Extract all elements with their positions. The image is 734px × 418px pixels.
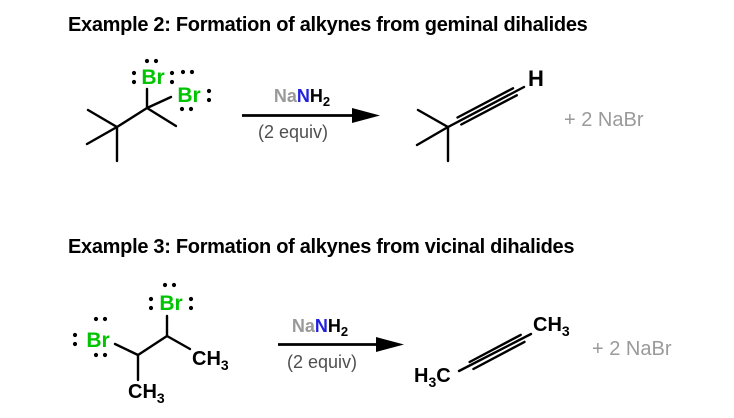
bond: [165, 334, 192, 351]
reagent-label: NaNH2: [292, 316, 348, 339]
bromine-label: Br: [177, 84, 200, 107]
lone-pair-dot: [131, 70, 137, 76]
bromine-label: Br: [159, 292, 182, 315]
bond: [446, 85, 526, 129]
lone-pair-dot: [153, 58, 159, 64]
reagent-label: NaNH2: [274, 86, 330, 109]
triple-bond-line: [472, 340, 526, 371]
methyl-subscript: 3: [221, 357, 229, 373]
h3c-c: C: [436, 365, 450, 387]
lone-pair-dot: [131, 79, 137, 85]
lone-pair-dot: [169, 70, 175, 76]
lone-pair-dot: [171, 282, 177, 288]
bond: [145, 95, 173, 110]
example3-product-structure: H3C CH3: [414, 314, 570, 390]
lone-pair-dot: [102, 352, 108, 358]
arrow-head-icon: [352, 108, 380, 123]
arrow-head-icon: [376, 337, 404, 352]
h3c-h: H: [414, 365, 428, 387]
methyl-label: H3C: [414, 365, 451, 390]
example2-title: Example 2: Formation of alkynes from gem…: [68, 14, 588, 36]
lone-pair-dot: [148, 296, 154, 302]
triple-bond-line: [468, 333, 522, 364]
lone-pair-dot: [206, 97, 212, 103]
reagent-h-subscript: 2: [341, 324, 348, 339]
methyl-label: CH3: [128, 381, 165, 406]
methyl-label: CH3: [192, 348, 229, 373]
lone-pair-dot: [93, 316, 99, 322]
reagent-na: Na: [292, 316, 316, 336]
bromine-label: Br: [86, 329, 109, 352]
lone-pair-dot: [72, 341, 78, 347]
methyl-label: CH3: [533, 314, 570, 339]
bond: [145, 106, 178, 128]
lone-pair-dot: [162, 282, 168, 288]
methyl-subscript: 3: [562, 323, 570, 339]
lone-pair-dot: [188, 106, 194, 112]
bond: [457, 332, 533, 373]
bond: [416, 108, 450, 129]
methyl-main: CH: [128, 381, 157, 403]
lone-pair-dot: [93, 352, 99, 358]
triple-bond-line: [456, 87, 515, 119]
bond: [115, 106, 149, 129]
example3-title: Example 3: Formation of alkynes from vic…: [68, 236, 574, 258]
bond: [113, 342, 140, 357]
bond: [136, 334, 169, 357]
bond: [86, 108, 119, 129]
lone-pair-dot: [179, 106, 185, 112]
example3-section: Example 3: Formation of alkynes from vic…: [68, 236, 672, 406]
h3c-subscript: 3: [428, 374, 436, 390]
example3-reactant-structure: Br Br CH3 CH3: [72, 282, 229, 406]
bond: [85, 125, 119, 146]
example2-reaction-arrow: NaNH2 (2 equiv): [242, 86, 380, 142]
example2-product-structure: H: [415, 66, 544, 163]
triple-bond-line: [460, 94, 518, 126]
bond: [415, 125, 450, 147]
reagent-n: N: [297, 86, 310, 106]
reagent-h-subscript: 2: [323, 94, 330, 109]
lone-pair-dot: [188, 305, 194, 311]
example2-reactant-structure: Br Br: [85, 58, 212, 163]
lone-pair-dot: [72, 332, 78, 338]
lone-pair-dot: [188, 296, 194, 302]
reagent-na: Na: [274, 86, 298, 106]
example2-byproduct-label: + 2 NaBr: [564, 109, 644, 131]
methyl-main: CH: [533, 314, 562, 336]
lone-pair-dot: [169, 79, 175, 85]
lone-pair-dot: [144, 58, 150, 64]
lone-pair-dot: [189, 69, 195, 75]
lone-pair-dot: [180, 69, 186, 75]
reagent-h: H: [310, 86, 323, 106]
hydrogen-label: H: [528, 66, 544, 91]
reagent-n: N: [315, 316, 328, 336]
example3-byproduct-label: + 2 NaBr: [592, 338, 672, 360]
lone-pair-dot: [148, 305, 154, 311]
equivalents-label: (2 equiv): [287, 352, 357, 372]
lone-pair-dot: [102, 316, 108, 322]
example3-reaction-arrow: NaNH2 (2 equiv): [278, 316, 404, 372]
reagent-h: H: [328, 316, 341, 336]
methyl-main: CH: [192, 348, 221, 370]
bromine-label: Br: [141, 66, 164, 89]
equivalents-label: (2 equiv): [258, 122, 328, 142]
lone-pair-dot: [206, 88, 212, 94]
example2-section: Example 2: Formation of alkynes from gem…: [68, 14, 644, 163]
methyl-subscript: 3: [157, 390, 165, 406]
